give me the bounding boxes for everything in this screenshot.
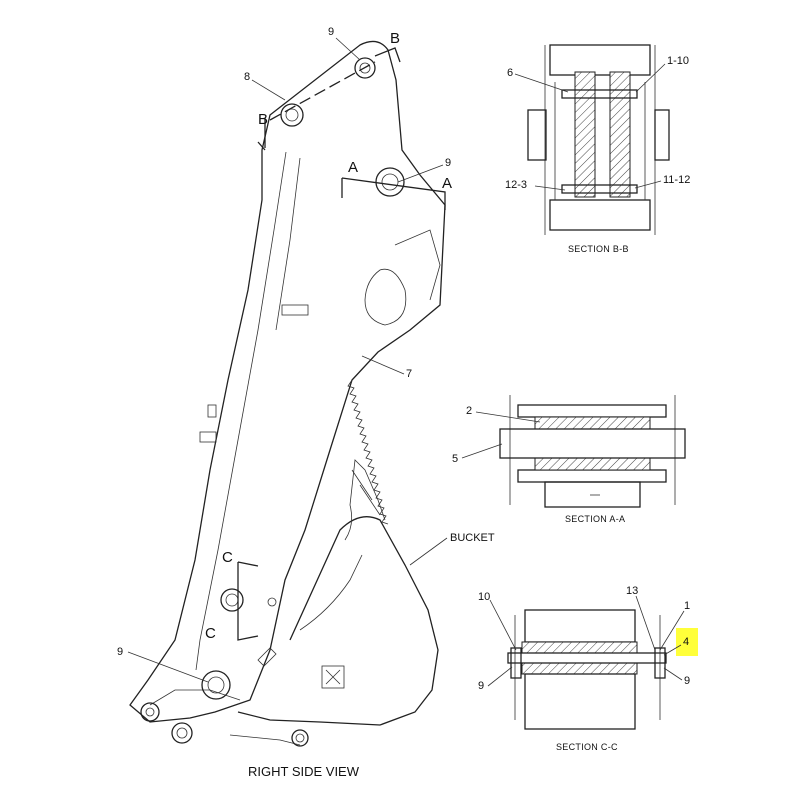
section-aa [499,395,686,508]
callout-8: 8 [244,71,250,83]
callout-cc-9-left: 9 [478,680,484,692]
callout-cc-9-right: 9 [684,675,690,687]
bucket-label: BUCKET [450,532,495,544]
callout-cc-4: 4 [683,636,689,648]
cut-a-left: A [348,159,358,176]
callout-9-bottom: 9 [117,646,123,658]
callout-cc-13: 13 [626,585,638,597]
cut-b-left: B [258,111,268,128]
callout-cc-10: 10 [478,591,490,603]
section-aa-title: SECTION A-A [565,514,625,524]
cut-a-right: A [442,175,452,192]
callout-bb-1-10: 1-10 [667,55,689,67]
callout-aa-2: 2 [466,405,472,417]
cut-c-top: C [222,549,233,566]
callout-9-mid: 9 [445,157,451,169]
section-bb [527,44,670,235]
cut-b-top: B [390,30,400,47]
section-bb-title: SECTION B-B [568,244,629,254]
callout-7: 7 [406,368,412,380]
callout-aa-5: 5 [452,453,458,465]
callout-bb-6: 6 [507,67,513,79]
callout-cc-1: 1 [684,600,690,612]
section-cc [507,609,667,730]
callout-cc-4-highlight [676,628,698,656]
cut-c-bottom: C [205,625,216,642]
main-view-title: RIGHT SIDE VIEW [248,764,360,779]
callout-bb-11-12: 11-12 [663,174,690,186]
bucket-leader [409,537,448,566]
callout-bb-12-3: 12-3 [505,179,527,191]
right-side-view [129,40,446,747]
callout-9-top: 9 [328,26,334,38]
section-cc-title: SECTION C-C [556,742,618,752]
